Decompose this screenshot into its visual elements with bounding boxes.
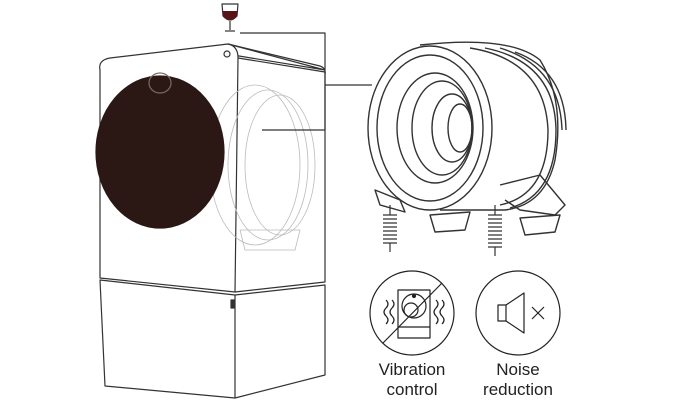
power-button (223, 50, 231, 58)
label-line: Noise (496, 360, 540, 379)
drum-illustration (367, 41, 567, 256)
label-line: Vibration (378, 360, 446, 379)
connector-line (240, 32, 326, 131)
vibration-control-icon (369, 270, 455, 356)
pedestal-handle (230, 299, 235, 309)
washer-door (95, 75, 225, 229)
vibration-control-label: Vibration control (357, 360, 467, 400)
spring-left (383, 205, 397, 252)
door-knob (148, 72, 172, 94)
label-line: reduction (483, 380, 553, 399)
wine-glass-icon (221, 3, 239, 32)
label-line: control (386, 380, 438, 399)
spring-right (488, 205, 502, 256)
noise-reduction-icon (475, 270, 561, 356)
noise-reduction-label: Noise reduction (463, 360, 573, 400)
washer-pedestal (99, 279, 326, 399)
